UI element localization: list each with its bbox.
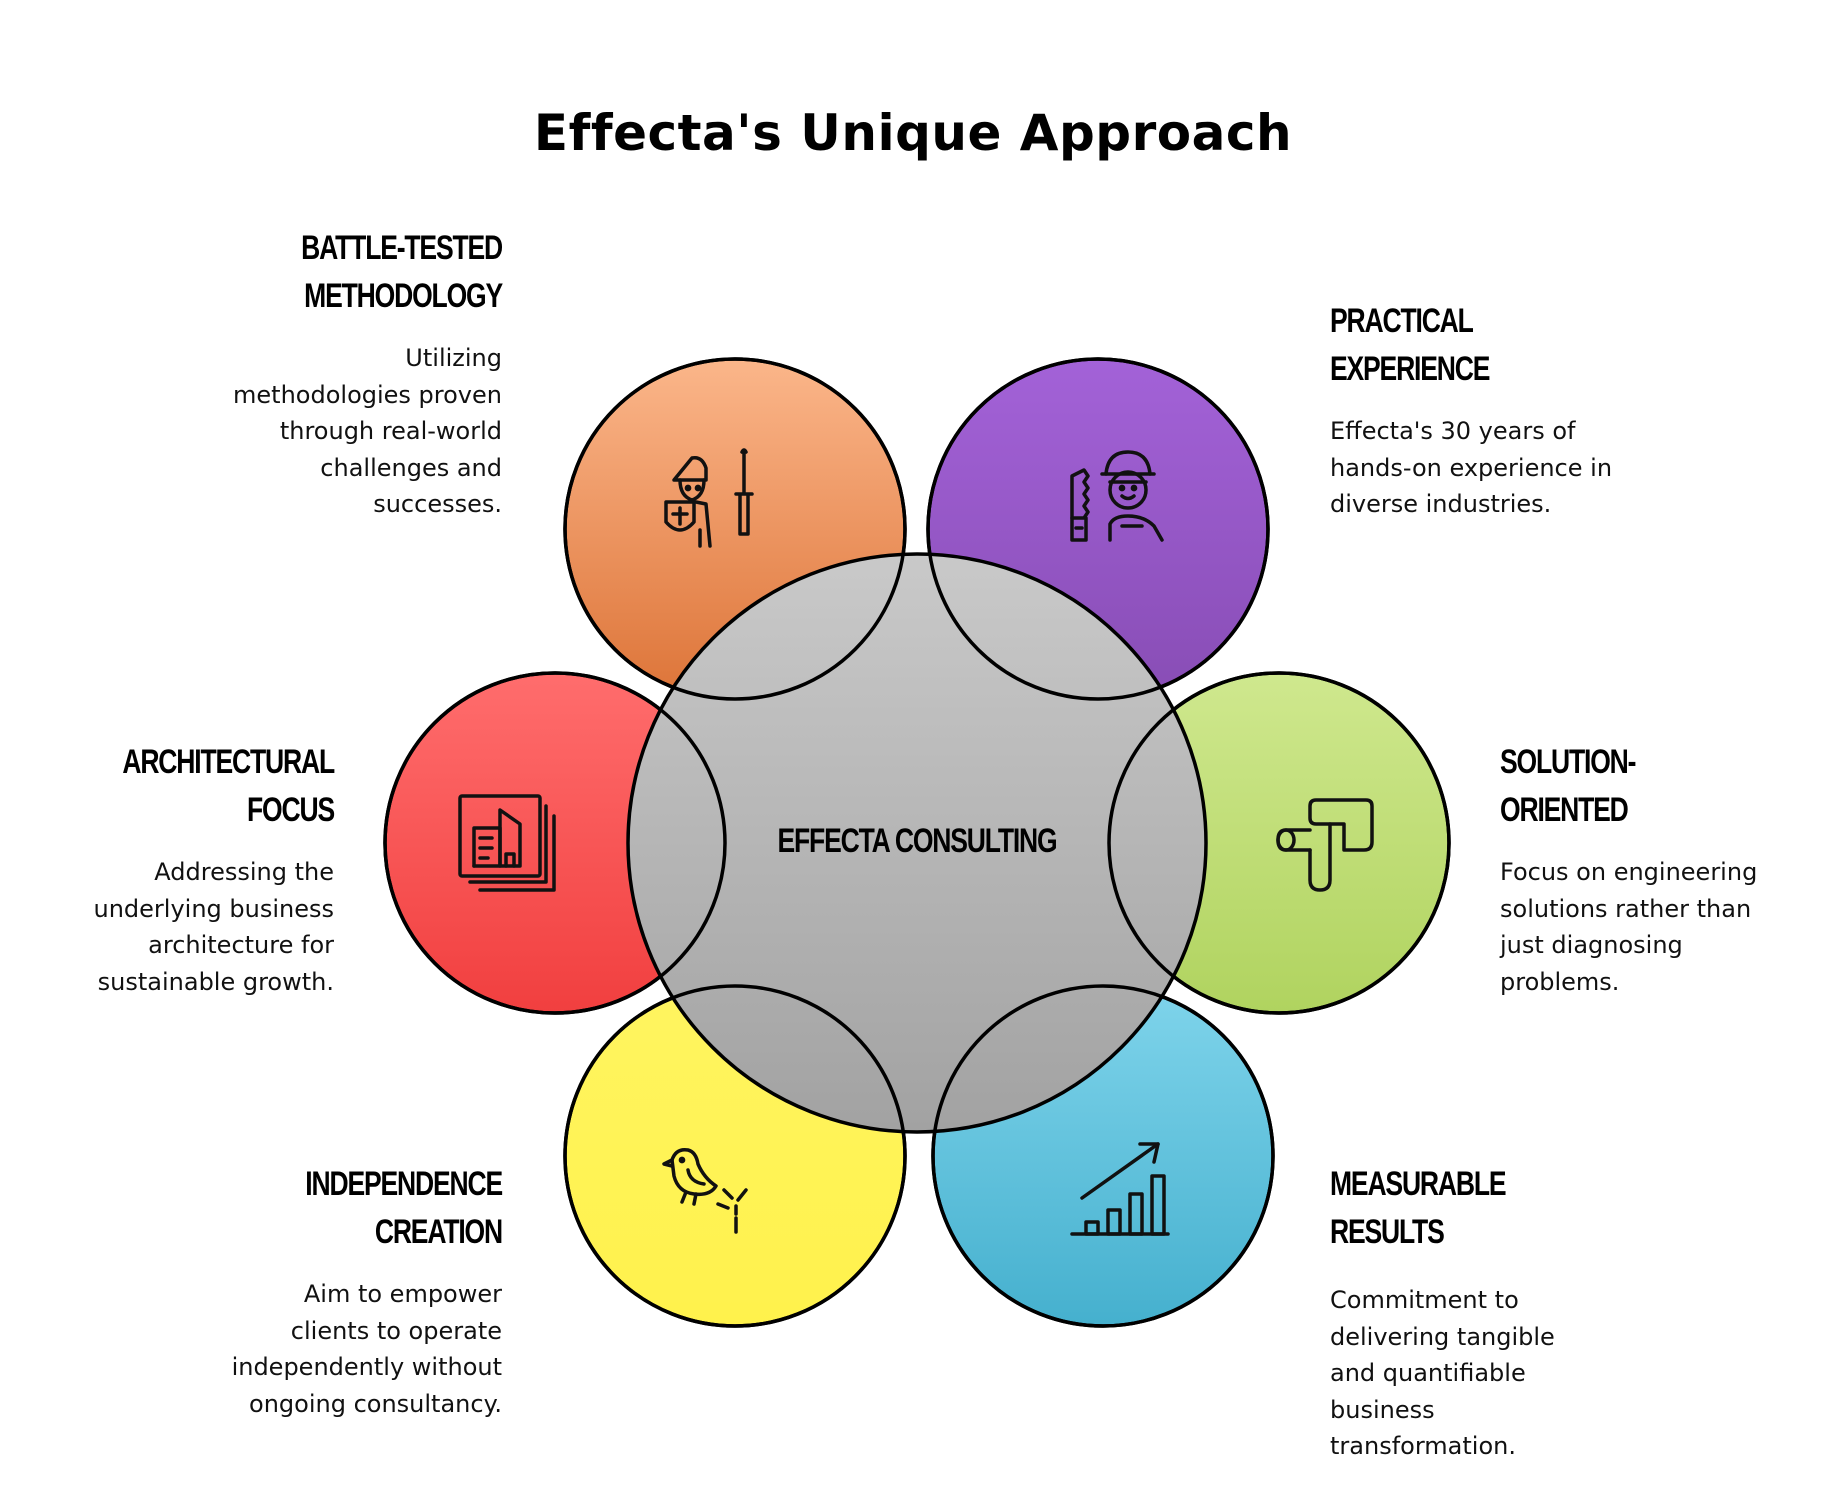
center-label: EFFECTA CONSULTING (777, 822, 1058, 860)
item-practical-experience: PRACTICAL EXPERIENCE Effecta's 30 years … (1330, 297, 1650, 523)
item-heading: SOLUTION-ORIENTED (1500, 743, 1636, 829)
item-heading: ARCHITECTURAL FOCUS (122, 743, 335, 829)
center-circle (626, 552, 1208, 1134)
item-heading-line2: EXPERIENCE (1330, 350, 1490, 388)
overlap-outlines (383, 357, 1451, 1328)
building-blueprint-icon (458, 794, 556, 892)
page-title: Effecta's Unique Approach (533, 104, 1293, 162)
worker-with-saw-icon (1070, 450, 1164, 542)
pipe-connector-icon (1276, 798, 1374, 892)
item-heading: BATTLE-TESTED (301, 229, 503, 267)
item-heading: PRACTICAL (1330, 302, 1474, 340)
item-heading: MEASURABLE RESULTS (1330, 1165, 1507, 1251)
growth-bar-chart-icon (1070, 1142, 1170, 1236)
item-heading-line2: METHODOLOGY (304, 277, 503, 315)
item-heading-line2: CREATION (374, 1213, 503, 1251)
item-heading: INDEPENDENCE (305, 1165, 503, 1203)
bird-hatching-icon (662, 1147, 748, 1234)
knight-with-shield-and-sword-icon (664, 448, 754, 548)
